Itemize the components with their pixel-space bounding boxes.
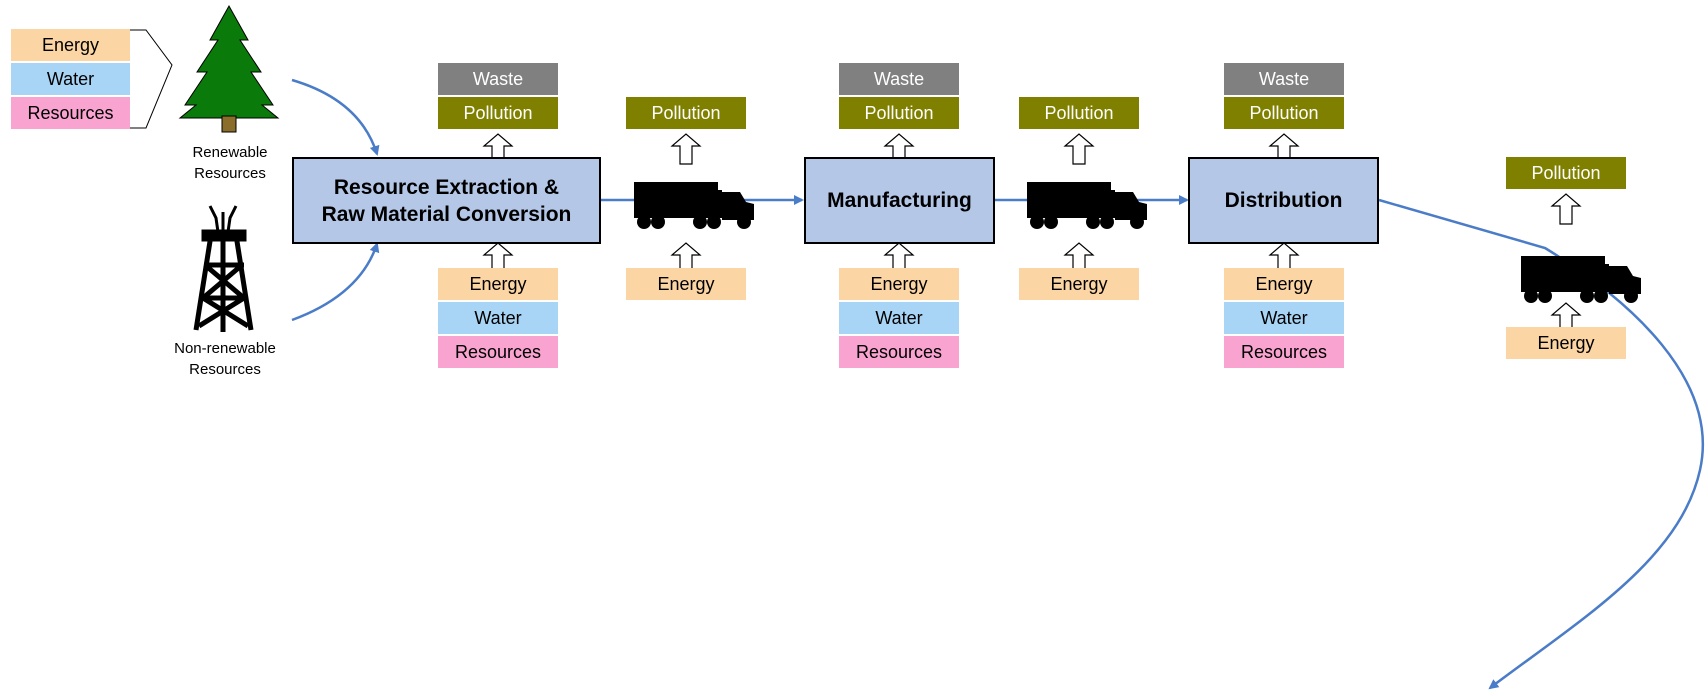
manufacturing-resources-input: Resources [839, 336, 959, 368]
extraction-waste-output: Waste [438, 63, 558, 95]
distribution-energy-input: Energy [1224, 268, 1344, 300]
transport3-energy-input: Energy [1506, 327, 1626, 359]
water-input: Water [11, 63, 130, 95]
hollow-arrow-up-icon [1551, 193, 1581, 225]
distribution-stage-box: Distribution [1188, 157, 1379, 244]
transport3-pollution-output: Pollution [1506, 157, 1626, 189]
truck-icon [634, 182, 754, 229]
input-bracket-arrow [128, 29, 173, 129]
transport2-energy-input: Energy [1019, 268, 1139, 300]
manufacturing-waste-output: Waste [839, 63, 959, 95]
transport1-pollution-output: Pollution [626, 97, 746, 129]
nonrenewable-resources-label: Non-renewable Resources [174, 340, 276, 378]
extraction-stage-box: Resource Extraction & Raw Material Conve… [292, 157, 601, 244]
energy-input: Energy [11, 29, 130, 61]
hollow-arrow-up-icon [1064, 133, 1094, 165]
distribution-water-input: Water [1224, 302, 1344, 334]
distribution-pollution-output: Pollution [1224, 97, 1344, 129]
manufacturing-energy-input: Energy [839, 268, 959, 300]
manufacturing-pollution-output: Pollution [839, 97, 959, 129]
manufacturing-water-input: Water [839, 302, 959, 334]
oil-derrick-icon [193, 205, 254, 332]
extraction-energy-input: Energy [438, 268, 558, 300]
extraction-water-input: Water [438, 302, 558, 334]
flow-arrow [291, 242, 380, 322]
manufacturing-stage-box: Manufacturing [804, 157, 995, 244]
truck-icon [1027, 182, 1147, 229]
extraction-resources-input: Resources [438, 336, 558, 368]
flow-arrow [1378, 198, 1704, 690]
transport2-pollution-output: Pollution [1019, 97, 1139, 129]
distribution-resources-input: Resources [1224, 336, 1344, 368]
truck-icon [1521, 256, 1641, 303]
transport1-energy-input: Energy [626, 268, 746, 300]
renewable-resources-label: Renewable Resources [192, 144, 268, 182]
distribution-waste-output: Waste [1224, 63, 1344, 95]
hollow-arrow-up-icon [671, 133, 701, 165]
extraction-pollution-output: Pollution [438, 97, 558, 129]
flow-arrow [291, 78, 380, 156]
tree-icon [178, 4, 280, 133]
resources-input: Resources [11, 97, 130, 129]
